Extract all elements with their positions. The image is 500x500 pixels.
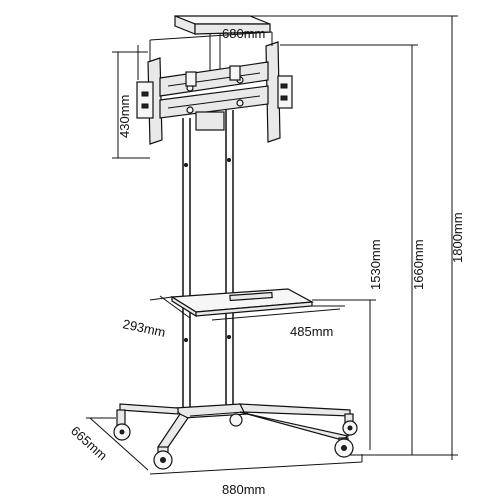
caster-back-right xyxy=(342,413,358,436)
label-mount-height: 430mm xyxy=(117,95,132,138)
label-height-shelf: 1530mm xyxy=(368,239,383,290)
label-mount-width: 680mm xyxy=(222,26,265,41)
caster-back-left xyxy=(113,409,131,441)
base-frame xyxy=(119,403,351,451)
label-height-mount: 1660mm xyxy=(411,239,426,290)
top-camera-shelf xyxy=(174,15,271,70)
label-base-width: 880mm xyxy=(222,482,265,497)
dimension-lines xyxy=(86,15,458,475)
label-shelf-width: 485mm xyxy=(290,324,333,339)
middle-shelf xyxy=(170,288,315,318)
label-base-depth: 665mm xyxy=(68,423,110,463)
caster-center-back xyxy=(229,413,243,427)
caster-front-left xyxy=(153,446,173,470)
vesa-mount-bracket xyxy=(136,41,293,145)
caster-wheels xyxy=(113,409,358,470)
support-poles xyxy=(182,110,234,410)
caster-front-right xyxy=(334,437,354,458)
label-shelf-depth: 293mm xyxy=(121,316,167,340)
label-height-total: 1800mm xyxy=(450,212,465,263)
